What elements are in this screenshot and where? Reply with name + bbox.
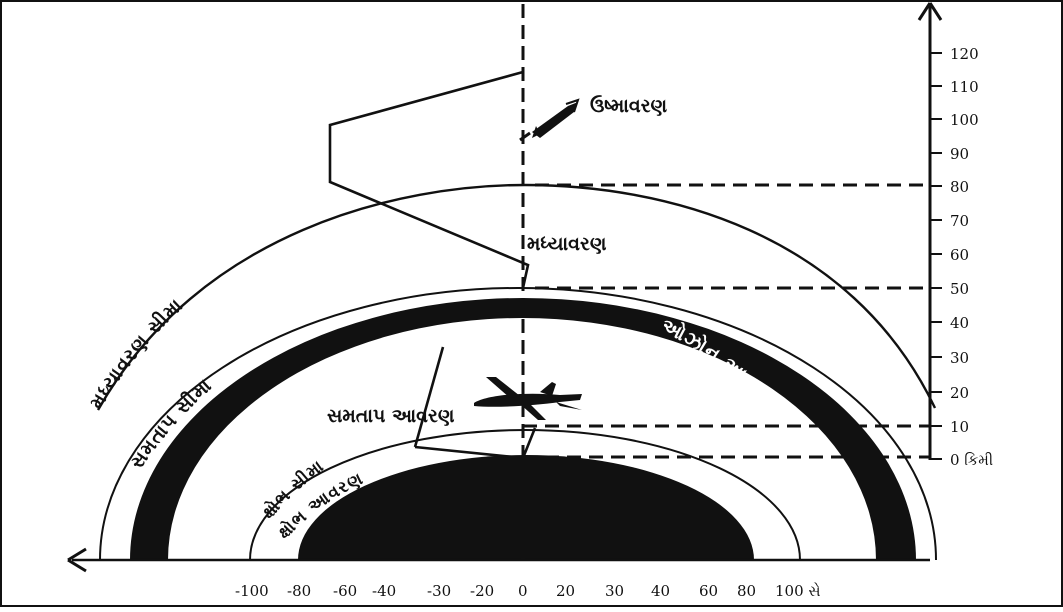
tick-label-20: 20 — [950, 384, 969, 402]
altitude-arrow-icon — [917, 2, 943, 21]
tick-label-120: 120 — [950, 45, 979, 63]
bottom-label-m40: -40 — [372, 582, 396, 600]
mesopause-arc — [96, 183, 937, 411]
tick-label-0-km: 0 કિમી — [950, 451, 993, 469]
temperature-profile-tropo — [414, 427, 537, 460]
altitude-ticks — [930, 52, 942, 460]
baseline-arrow-icon — [67, 547, 87, 573]
tick-label-100: 100 — [950, 111, 979, 129]
tick-label-70: 70 — [950, 212, 969, 230]
tick-label-90: 90 — [950, 145, 969, 163]
bottom-label-80: 80 — [737, 582, 756, 600]
bottom-label-m20: -20 — [470, 582, 494, 600]
bottom-label-m60: -60 — [333, 582, 357, 600]
earth-dome — [298, 455, 754, 560]
tropopause-arc — [249, 429, 801, 561]
label-stratosphere: સમતાપ આવરણ — [327, 405, 455, 427]
label-mesopause: મધ્યાવરણ સીમા — [85, 294, 187, 413]
label-mesosphere: મધ્યાવરણ — [527, 233, 607, 255]
bottom-label-20: 20 — [556, 582, 575, 600]
boundary-guides — [523, 183, 930, 459]
tick-label-40: 40 — [950, 314, 969, 332]
label-thermosphere: ઉષ્માવરણ — [590, 94, 668, 117]
bottom-label-0: 0 — [518, 582, 528, 600]
tick-label-110: 110 — [950, 78, 979, 96]
bottom-label-m30: -30 — [427, 582, 451, 600]
bottom-label-40: 40 — [651, 582, 670, 600]
label-mesopause-path: મધ્યાવરણ સીમા — [85, 294, 186, 413]
bottom-label-m100: -100 — [235, 582, 269, 600]
stratopause-arc — [99, 287, 937, 561]
tick-label-50: 50 — [950, 280, 969, 298]
bottom-label-60: 60 — [699, 582, 718, 600]
tick-label-80: 80 — [950, 178, 969, 196]
tick-label-10: 10 — [950, 418, 969, 436]
temperature-profile-upper — [328, 70, 530, 289]
temperature-profile-strato — [413, 346, 445, 448]
tick-label-60: 60 — [950, 246, 969, 264]
bottom-label-100-c: 100 સે — [775, 582, 821, 600]
bottom-label-m80: -80 — [287, 582, 311, 600]
bottom-label-30: 30 — [605, 582, 624, 600]
tick-label-30: 30 — [950, 349, 969, 367]
airplane-icon — [474, 377, 582, 420]
rocket-icon — [519, 98, 580, 142]
